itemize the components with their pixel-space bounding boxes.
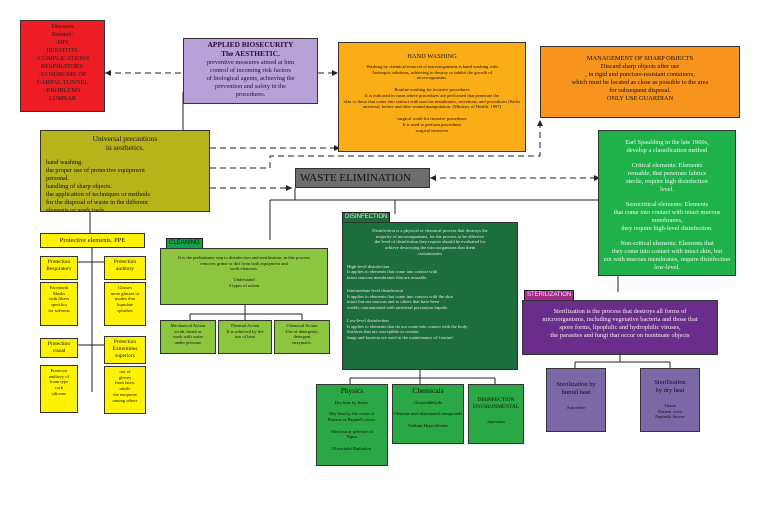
disinfection-environmental-title: DISINFECTION ENVIRONMENTAL: [472, 397, 520, 410]
ppe-auditory-title: Protection auditory: [113, 259, 137, 272]
ppe-header-box: Protective elements. PPE: [40, 233, 145, 248]
ppe-auditory-body-box: Glasses more glasses or modes that liqui…: [104, 282, 146, 326]
universal-title: Universal precautions in aesthetics.: [92, 134, 158, 152]
sharp-objects-text: MANAGEMENT OF SHARP OBJECTS Discard shar…: [571, 55, 709, 102]
sterilization-dry-title: Sterilization by dry heat: [654, 379, 686, 394]
cleaning-chemical: Chemical Action Use of detergents, deter…: [285, 323, 319, 346]
disinfection-chemicals-box: Chemicals Glutaraldehyde Chlorine and ch…: [392, 384, 464, 444]
connector-sterilization-types: [574, 355, 671, 368]
dashed-universal-sharp: [210, 120, 541, 169]
hand-washing-title: HAND WASHING: [407, 53, 457, 60]
ppe-extremities-title-box: Protection Extremities superiors: [104, 336, 146, 364]
ppe-auditory-body: Glasses more glasses or modes that liqui…: [110, 285, 140, 313]
biosecurity-body: preventive measures aimed at him control…: [206, 58, 295, 98]
cleaning-p2: Understand 3 types of action: [228, 277, 260, 288]
disinfection-p4: Low-level disinfection It applies to ele…: [347, 317, 469, 341]
ppe-visual-body-box: Protector auditory of foam type cork sil…: [40, 365, 78, 413]
ppe-respiratory-title-box: Protection Respiratory: [40, 256, 78, 280]
ppe-visual-body: Protector auditory of foam type cork sil…: [48, 368, 70, 396]
waste-title: WASTE ELIMINATION: [300, 172, 411, 184]
diseases-box: Diseases Related: -HIV. HEPATITIS. -COMP…: [20, 20, 105, 112]
sterilization-box: Sterilization is the process that destro…: [522, 300, 718, 355]
disinfection-chemicals-body: Glutaraldehyde Chlorine and chlorinated …: [394, 399, 462, 428]
disinfection-p2: High-level disinfection It applies to el…: [347, 263, 438, 281]
cleaning-mechanical: Mechanical Action scrub, brush or wash w…: [170, 323, 206, 346]
cleaning-box: It is the preliminary step to disinfecti…: [160, 248, 328, 305]
disinfection-p1: Disinfection is a physical or chemical p…: [372, 228, 488, 256]
disinfection-label-text: DISINFECTION: [345, 214, 388, 220]
hand-washing-p2: Routine washing for invasive procedures …: [343, 87, 521, 110]
biosecurity-title: APPLIED BIOSECURITY The AESTHETIC.: [207, 40, 294, 58]
connector-cleaning-actions: [189, 305, 303, 320]
ppe-extremities-body: use of gloves from latex, nitrile the ne…: [112, 369, 138, 403]
hand-washing-box: HAND WASHING Washing by chemical removal…: [338, 42, 526, 152]
disinfection-box: Disinfection is a physical or chemical p…: [342, 222, 518, 370]
diseases-text: Diseases Related: -HIV. HEPATITIS. -COMP…: [35, 23, 90, 102]
disinfection-environmental-body: aspersion: [487, 418, 505, 424]
spaulding-p4: Non-critical elements: Elements that the…: [603, 240, 731, 271]
disinfection-physics-body: Dry heat by flame. Dry heat by the ovens…: [327, 399, 377, 451]
ppe-auditory-title-box: Protection auditory: [104, 256, 146, 280]
hand-washing-p3: surgical scrub for invasive procedures I…: [397, 116, 467, 133]
sterilization-dry-box: Sterilization by dry heat Tinnia Pasteur…: [640, 368, 700, 432]
cleaning-thermal-box: Thermal Action It is achieved by the use…: [218, 320, 272, 354]
sterilization-label-text: STERILIZATION: [527, 292, 572, 298]
sterilization-humid-box: Sterilization by humid heat Autoclave: [546, 368, 606, 432]
sterilization-humid-title: Sterilization by humid heat: [556, 381, 596, 396]
ppe-visual-title-box: Protection visual: [40, 338, 78, 358]
disinfection-chemicals-title: Chemicals: [412, 386, 444, 395]
sterilization-dry-body: Tinnia Pasteur oven Pupinela Stoves: [655, 403, 685, 420]
spaulding-p1: Earl Spaulding in the late 1960s, develo…: [625, 139, 709, 154]
sharp-objects-box: MANAGEMENT OF SHARP OBJECTS Discard shar…: [540, 46, 740, 118]
universal-items: hand washing. the proper use of protecti…: [46, 158, 150, 212]
spaulding-p2: Critical elements: Elements reusable, th…: [626, 162, 708, 193]
sterilization-body: Sterilization is the process that destro…: [542, 308, 698, 339]
cleaning-thermal: Thermal Action It is achieved by the use…: [226, 323, 264, 340]
disinfection-physics-box: Physics Dry heat by flame. Dry heat by t…: [316, 384, 388, 466]
ppe-respiratory-body: Facemask Masks with filters specifics fo…: [48, 285, 70, 313]
connector-waste-tree: [269, 188, 620, 292]
ppe-respiratory-body-box: Facemask Masks with filters specifics fo…: [40, 282, 78, 326]
ppe-title: Protective elements. PPE: [59, 237, 126, 244]
disinfection-physics-title: Physics: [340, 386, 364, 395]
connector-disinfection-methods: [349, 370, 496, 384]
disinfection-p3: Intermediate level disinfection It appli…: [347, 287, 453, 311]
cleaning-label-text: CLEANING: [169, 240, 200, 246]
disinfection-environmental-box: DISINFECTION ENVIRONMENTAL aspersion: [468, 384, 524, 444]
spaulding-box: Earl Spaulding in the late 1960s, develo…: [598, 130, 736, 276]
cleaning-mechanical-box: Mechanical Action scrub, brush or wash w…: [160, 320, 216, 354]
hand-washing-p1: Washing by chemical removal of microorga…: [366, 64, 498, 81]
cleaning-p1: It is the preliminary step to disinfecti…: [178, 255, 310, 272]
cleaning-chemical-box: Chemical Action Use of detergents, deter…: [274, 320, 330, 354]
ppe-respiratory-title: Protection Respiratory: [46, 259, 72, 272]
ppe-visual-title: Protection visual: [47, 341, 71, 354]
waste-elimination-box: WASTE ELIMINATION: [295, 168, 430, 188]
ppe-extremities-body-box: use of gloves from latex, nitrile the ne…: [104, 366, 146, 414]
ppe-extremities-title: Protection Extremities superiors: [112, 339, 138, 359]
biosecurity-box: APPLIED BIOSECURITY The AESTHETIC. preve…: [183, 38, 318, 104]
spaulding-p3: Semicritical elements: Elements that com…: [613, 201, 721, 232]
universal-precautions-box: Universal precautions in aesthetics. han…: [40, 130, 210, 212]
sterilization-humid-body: Autoclave: [566, 405, 586, 410]
